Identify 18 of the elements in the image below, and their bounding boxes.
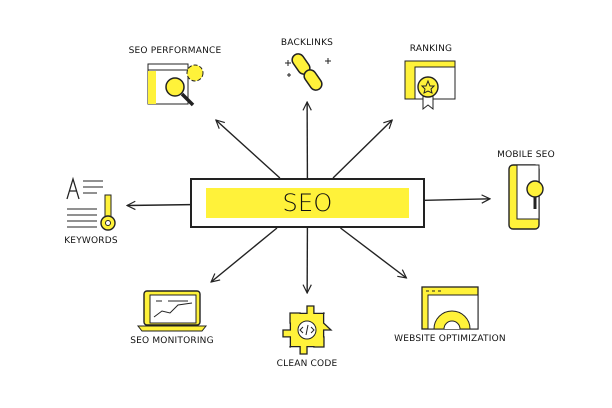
arrow <box>126 200 190 210</box>
topic-label: BACKLINKS <box>280 38 334 48</box>
topic-label: KEYWORDS <box>64 236 118 246</box>
topic-label: CLEAN CODE <box>276 359 338 369</box>
topic-label: SEO PERFORMANCE <box>128 46 222 56</box>
arrow <box>302 101 312 178</box>
title-frame <box>190 178 425 228</box>
title-text: SEO <box>282 189 332 217</box>
arrow <box>215 119 280 179</box>
topic-label: RANKING <box>410 44 452 54</box>
arrow <box>210 227 278 283</box>
arrow <box>340 227 408 279</box>
arrow <box>302 228 312 294</box>
topic-label: SEO MONITORING <box>130 336 214 346</box>
topic-label: WEBSITE OPTIMIZATION <box>394 334 506 344</box>
arrow <box>332 119 393 178</box>
topic-label: MOBILE SEO <box>497 150 555 160</box>
arrow <box>424 194 491 204</box>
